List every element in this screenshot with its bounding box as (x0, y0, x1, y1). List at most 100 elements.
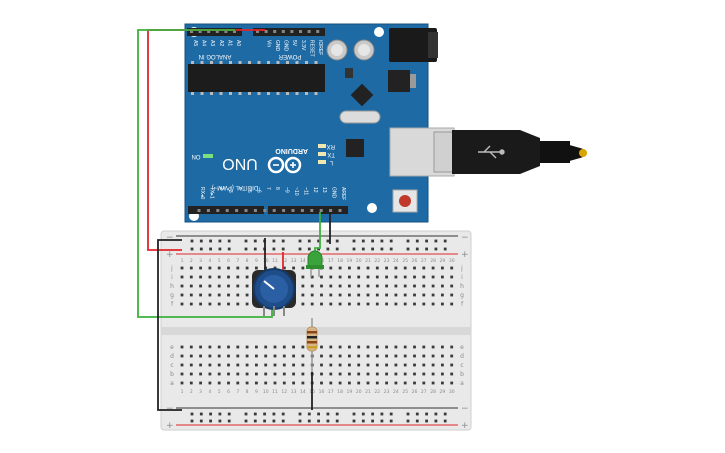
breadboard-hole[interactable] (450, 275, 454, 279)
breadboard-hole[interactable] (227, 363, 230, 367)
breadboard-hole[interactable] (403, 302, 407, 306)
breadboard-hole[interactable] (338, 293, 342, 297)
breadboard-hole[interactable] (273, 381, 277, 385)
rail-hole[interactable] (298, 412, 302, 416)
breadboard-hole[interactable] (385, 381, 388, 385)
breadboard-hole[interactable] (282, 372, 286, 376)
breadboard-hole[interactable] (366, 372, 370, 376)
breadboard-hole[interactable] (310, 275, 314, 279)
breadboard-hole[interactable] (385, 363, 388, 367)
breadboard-hole[interactable] (208, 293, 212, 297)
digital-header-high[interactable] (268, 206, 348, 214)
breadboard-hole[interactable] (348, 284, 351, 288)
breadboard-hole[interactable] (385, 284, 388, 288)
rail-hole[interactable] (326, 419, 330, 423)
rail-hole[interactable] (371, 247, 374, 251)
rail-hole[interactable] (253, 419, 257, 423)
header-pin[interactable] (264, 30, 268, 33)
breadboard-hole[interactable] (189, 302, 193, 306)
breadboard-hole[interactable] (227, 345, 230, 349)
rail-hole[interactable] (218, 247, 222, 251)
resistor[interactable] (306, 318, 318, 372)
breadboard-hole[interactable] (189, 363, 193, 367)
breadboard-hole[interactable] (208, 372, 212, 376)
rail-hole[interactable] (415, 419, 419, 423)
breadboard-hole[interactable] (208, 284, 212, 288)
header-pin[interactable] (273, 30, 277, 33)
rail-hole[interactable] (272, 412, 276, 416)
rail-hole[interactable] (281, 419, 285, 423)
breadboard-hole[interactable] (227, 381, 230, 385)
header-pin[interactable] (263, 209, 267, 212)
breadboard-hole[interactable] (375, 275, 379, 279)
breadboard-hole[interactable] (292, 381, 295, 385)
breadboard-hole[interactable] (329, 293, 333, 297)
green-led[interactable] (306, 250, 324, 277)
breadboard-hole[interactable] (329, 363, 333, 367)
breadboard-hole[interactable] (413, 266, 416, 270)
breadboard-hole[interactable] (199, 381, 202, 385)
breadboard-hole[interactable] (245, 372, 249, 376)
breadboard-hole[interactable] (310, 302, 314, 306)
breadboard-hole[interactable] (199, 266, 202, 270)
breadboard-hole[interactable] (208, 275, 212, 279)
header-pin[interactable] (207, 30, 211, 33)
breadboard-hole[interactable] (385, 302, 388, 306)
breadboard-hole[interactable] (329, 275, 333, 279)
breadboard-hole[interactable] (375, 372, 379, 376)
rail-hole[interactable] (281, 412, 285, 416)
breadboard-hole[interactable] (357, 345, 361, 349)
breadboard-hole[interactable] (375, 266, 379, 270)
breadboard-hole[interactable] (208, 302, 212, 306)
header-pin[interactable] (197, 209, 201, 212)
breadboard-hole[interactable] (255, 381, 258, 385)
breadboard-hole[interactable] (348, 363, 351, 367)
breadboard-hole[interactable] (273, 363, 277, 367)
breadboard-hole[interactable] (394, 266, 398, 270)
breadboard-hole[interactable] (245, 302, 249, 306)
breadboard-hole[interactable] (431, 302, 435, 306)
rail-hole[interactable] (425, 419, 428, 423)
breadboard-hole[interactable] (450, 266, 454, 270)
rail-hole[interactable] (244, 419, 248, 423)
rail-hole[interactable] (352, 419, 356, 423)
breadboard-hole[interactable] (217, 363, 221, 367)
breadboard-hole[interactable] (441, 293, 444, 297)
breadboard-hole[interactable] (422, 293, 426, 297)
breadboard-hole[interactable] (329, 302, 333, 306)
rail-hole[interactable] (209, 412, 212, 416)
breadboard-hole[interactable] (385, 275, 388, 279)
header-pin[interactable] (291, 209, 295, 212)
rail-hole[interactable] (434, 412, 438, 416)
rail-hole[interactable] (406, 247, 410, 251)
breadboard-hole[interactable] (441, 372, 444, 376)
breadboard-hole[interactable] (338, 381, 342, 385)
header-pin[interactable] (272, 209, 276, 212)
breadboard-hole[interactable] (292, 372, 295, 376)
breadboard-hole[interactable] (413, 275, 416, 279)
breadboard-hole[interactable] (236, 363, 240, 367)
breadboard-hole[interactable] (422, 354, 426, 358)
breadboard-hole[interactable] (264, 372, 268, 376)
breadboard-hole[interactable] (208, 381, 212, 385)
power-jack[interactable] (389, 28, 437, 62)
rail-hole[interactable] (199, 247, 203, 251)
header-pin[interactable] (282, 209, 286, 212)
header-pin[interactable] (216, 209, 220, 212)
breadboard-hole[interactable] (422, 275, 426, 279)
breadboard-hole[interactable] (441, 284, 444, 288)
breadboard-hole[interactable] (217, 266, 221, 270)
breadboard-hole[interactable] (441, 345, 444, 349)
breadboard-hole[interactable] (338, 302, 342, 306)
rail-hole[interactable] (371, 419, 374, 423)
rail-hole[interactable] (371, 239, 374, 243)
breadboard-hole[interactable] (236, 345, 240, 349)
breadboard-hole[interactable] (217, 381, 221, 385)
header-pin[interactable] (190, 30, 193, 33)
rail-hole[interactable] (199, 239, 203, 243)
wire-green-a0[interactable] (137, 29, 273, 318)
rail-hole[interactable] (380, 239, 384, 243)
breadboard-hole[interactable] (422, 381, 426, 385)
rail-hole[interactable] (443, 239, 447, 243)
